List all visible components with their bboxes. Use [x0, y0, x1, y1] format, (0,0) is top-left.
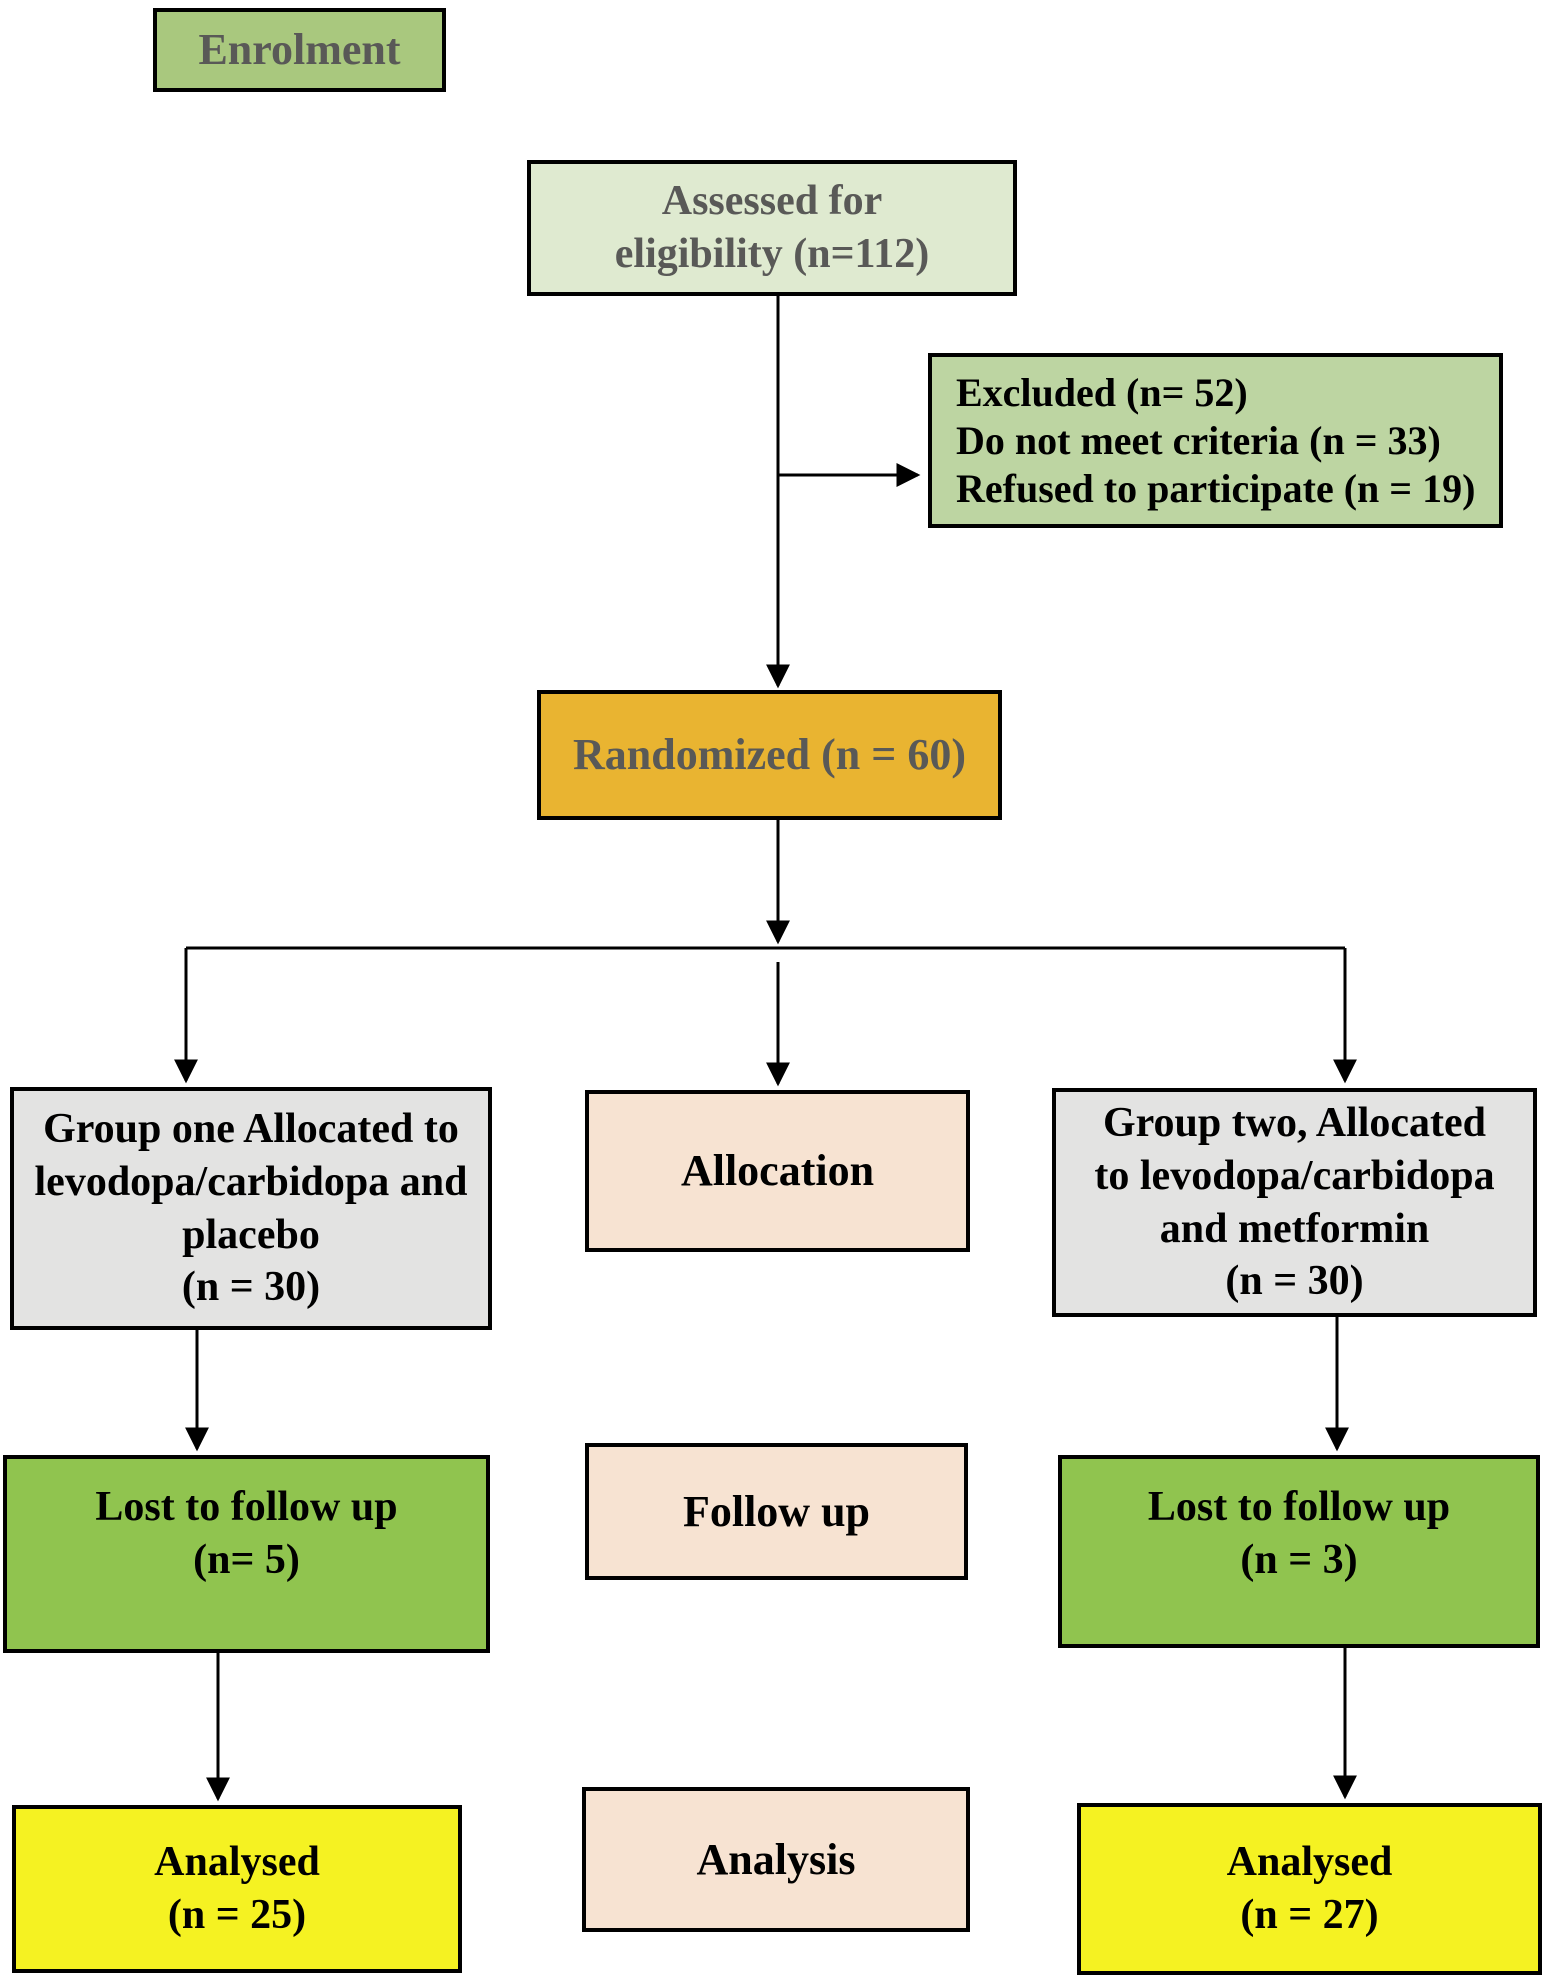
excluded-box: Excluded (n= 52) Do not meet criteria (n…: [928, 353, 1503, 528]
allocation-stage-box: Allocation: [585, 1090, 970, 1252]
analysed-right-box: Analysed (n = 27): [1077, 1803, 1542, 1975]
lost-to-followup-left-box: Lost to follow up (n= 5): [3, 1455, 490, 1653]
randomized-box: Randomized (n = 60): [537, 690, 1002, 820]
analysed-left-box: Analysed (n = 25): [12, 1805, 462, 1973]
assessed-eligibility-box: Assessed for eligibility (n=112): [527, 160, 1017, 296]
group-two-allocation-box: Group two, Allocated to levodopa/carbido…: [1052, 1088, 1537, 1317]
enrolment-stage-box: Enrolment: [153, 8, 446, 92]
lost-to-followup-right-box: Lost to follow up (n = 3): [1058, 1455, 1540, 1648]
followup-stage-box: Follow up: [585, 1443, 968, 1580]
group-one-allocation-box: Group one Allocated to levodopa/carbidop…: [10, 1087, 492, 1330]
analysis-stage-box: Analysis: [582, 1787, 970, 1932]
